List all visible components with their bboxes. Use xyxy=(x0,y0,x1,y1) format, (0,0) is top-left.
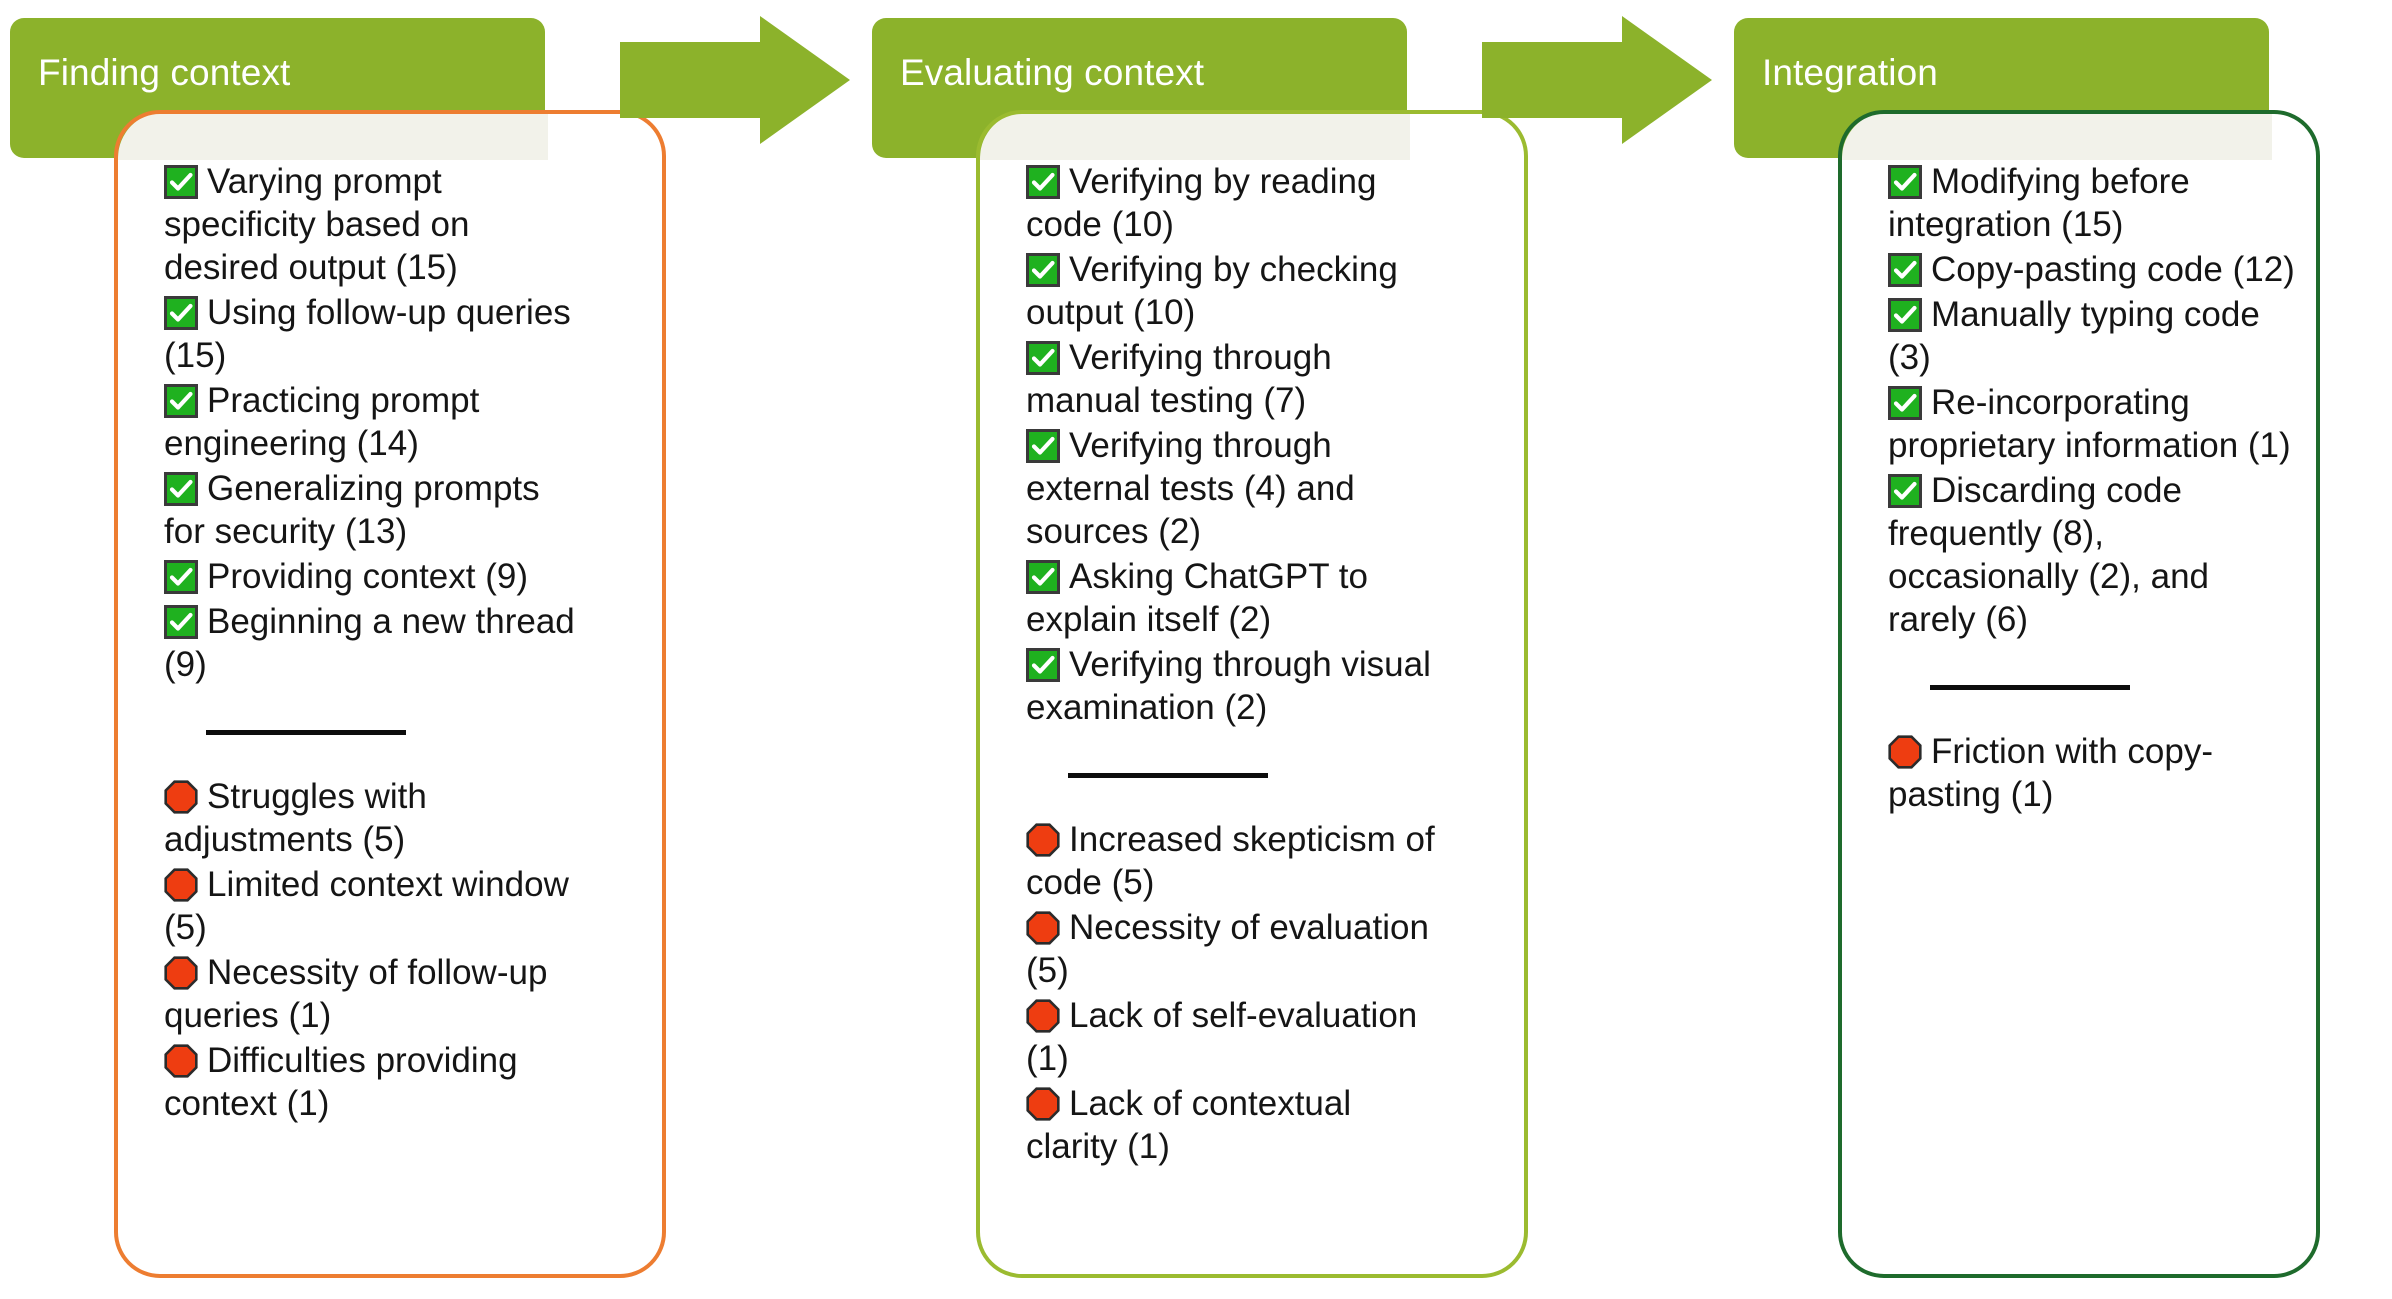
stop-icon xyxy=(164,956,198,990)
check-icon xyxy=(1888,165,1922,199)
list-item: Manually typing code (3) xyxy=(1888,293,2300,379)
check-icon xyxy=(1026,253,1060,287)
list-item-label: Increased skepticism of code (5) xyxy=(1026,820,1435,902)
stage-title: Integration xyxy=(1762,52,1938,93)
list-item-label: Re-incorporating proprietary information… xyxy=(1888,383,2291,465)
list-item: Using follow-up queries (15) xyxy=(164,291,584,377)
list-item: Friction with copy-pasting (1) xyxy=(1888,730,2300,816)
list-item-label: Difficulties providing context (1) xyxy=(164,1041,518,1123)
check-icon xyxy=(1888,298,1922,332)
list-item-label: Lack of contextual clarity (1) xyxy=(1026,1084,1352,1166)
list-item-label: Necessity of follow-up queries (1) xyxy=(164,953,548,1035)
stage-card-evaluating-context xyxy=(976,110,1528,1278)
list-item-label: Modifying before integration (15) xyxy=(1888,162,2190,244)
list-item: Modifying before integration (15) xyxy=(1888,160,2300,246)
list-item-label: Verifying through manual testing (7) xyxy=(1026,338,1332,420)
stop-icon xyxy=(1888,735,1922,769)
stop-icon xyxy=(1026,911,1060,945)
stop-icon xyxy=(1026,999,1060,1033)
list-item: Verifying by checking output (10) xyxy=(1026,248,1446,334)
check-icon xyxy=(164,560,198,594)
card-background-1 xyxy=(120,160,660,1272)
check-icon xyxy=(1026,648,1060,682)
stop-icon xyxy=(164,780,198,814)
stop-icon xyxy=(1026,1087,1060,1121)
list-item: Generalizing prompts for security (13) xyxy=(164,467,584,553)
list-item: Verifying through external tests (4) and… xyxy=(1026,424,1446,553)
stop-icon xyxy=(164,868,198,902)
list-item: Verifying by reading code (10) xyxy=(1026,160,1446,246)
check-icon xyxy=(164,165,198,199)
card-overlap-strip-3 xyxy=(1842,112,2272,160)
check-icon xyxy=(1888,386,1922,420)
list-item: Lack of self-evaluation (1) xyxy=(1026,994,1446,1080)
group-divider xyxy=(1930,685,2130,690)
check-icon xyxy=(1888,253,1922,287)
list-item: Beginning a new thread (9) xyxy=(164,600,584,686)
card-background-2 xyxy=(982,160,1522,1272)
list-item-label: Verifying through external tests (4) and… xyxy=(1026,426,1355,551)
list-item-label: Friction with copy-pasting (1) xyxy=(1888,732,2214,814)
list-item-label: Necessity of evaluation (5) xyxy=(1026,908,1429,990)
stage-title: Finding context xyxy=(38,52,291,93)
card-overlap-strip-2 xyxy=(980,112,1410,160)
group-divider xyxy=(206,730,406,735)
list-item-label: Discarding code frequently (8), occasion… xyxy=(1888,471,2209,639)
list-item: Re-incorporating proprietary information… xyxy=(1888,381,2300,467)
list-item: Practicing prompt engineering (14) xyxy=(164,379,584,465)
list-item-label: Verifying through visual examination (2) xyxy=(1026,645,1431,727)
stop-icon xyxy=(1026,823,1060,857)
list-item: Copy-pasting code (12) xyxy=(1888,248,2300,291)
list-item-label: Asking ChatGPT to explain itself (2) xyxy=(1026,557,1368,639)
check-icon xyxy=(1026,341,1060,375)
list-item: Verifying through visual examination (2) xyxy=(1026,643,1446,729)
list-item: Necessity of evaluation (5) xyxy=(1026,906,1446,992)
list-item: Difficulties providing context (1) xyxy=(164,1039,584,1125)
list-item: Discarding code frequently (8), occasion… xyxy=(1888,469,2300,641)
list-item: Struggles with adjustments (5) xyxy=(164,775,584,861)
list-item-label: Manually typing code (3) xyxy=(1888,295,2260,377)
list-item-label: Verifying by reading code (10) xyxy=(1026,162,1377,244)
list-item-label: Copy-pasting code (12) xyxy=(1931,250,2295,289)
stage-list-finding-context: Varying prompt specificity based on desi… xyxy=(164,160,584,1127)
list-item-label: Providing context (9) xyxy=(207,557,528,596)
list-item-label: Generalizing prompts for security (13) xyxy=(164,469,540,551)
list-item: Varying prompt specificity based on desi… xyxy=(164,160,584,289)
check-icon xyxy=(1888,474,1922,508)
list-item: Asking ChatGPT to explain itself (2) xyxy=(1026,555,1446,641)
stage-title: Evaluating context xyxy=(900,52,1205,93)
card-background-3 xyxy=(1844,160,2314,1272)
card-overlap-strip-1 xyxy=(118,112,548,160)
check-icon xyxy=(1026,429,1060,463)
flow-arrow-1-icon xyxy=(620,16,850,149)
check-icon xyxy=(164,296,198,330)
stage-list-evaluating-context: Verifying by reading code (10)Verifying … xyxy=(1026,160,1446,1170)
stage-card-integration xyxy=(1838,110,2320,1278)
list-item: Verifying through manual testing (7) xyxy=(1026,336,1446,422)
list-item-label: Struggles with adjustments (5) xyxy=(164,777,427,859)
list-item-label: Varying prompt specificity based on desi… xyxy=(164,162,470,287)
list-item: Necessity of follow-up queries (1) xyxy=(164,951,584,1037)
stage-list-integration: Modifying before integration (15) Copy-pa… xyxy=(1888,160,2300,818)
check-icon xyxy=(164,605,198,639)
check-icon xyxy=(164,472,198,506)
list-item-label: Beginning a new thread (9) xyxy=(164,602,575,684)
list-item-label: Limited context window (5) xyxy=(164,865,569,947)
group-divider xyxy=(1068,773,1268,778)
list-item-label: Lack of self-evaluation (1) xyxy=(1026,996,1418,1078)
list-item-label: Using follow-up queries (15) xyxy=(164,293,571,375)
stop-icon xyxy=(164,1044,198,1078)
check-icon xyxy=(164,384,198,418)
stage-card-finding-context xyxy=(114,110,666,1278)
check-icon xyxy=(1026,165,1060,199)
list-item: Providing context (9) xyxy=(164,555,584,598)
list-item-label: Practicing prompt engineering (14) xyxy=(164,381,480,463)
flow-arrow-2-icon xyxy=(1482,16,1712,149)
list-item: Limited context window (5) xyxy=(164,863,584,949)
check-icon xyxy=(1026,560,1060,594)
list-item-label: Verifying by checking output (10) xyxy=(1026,250,1398,332)
list-item: Lack of contextual clarity (1) xyxy=(1026,1082,1446,1168)
list-item: Increased skepticism of code (5) xyxy=(1026,818,1446,904)
